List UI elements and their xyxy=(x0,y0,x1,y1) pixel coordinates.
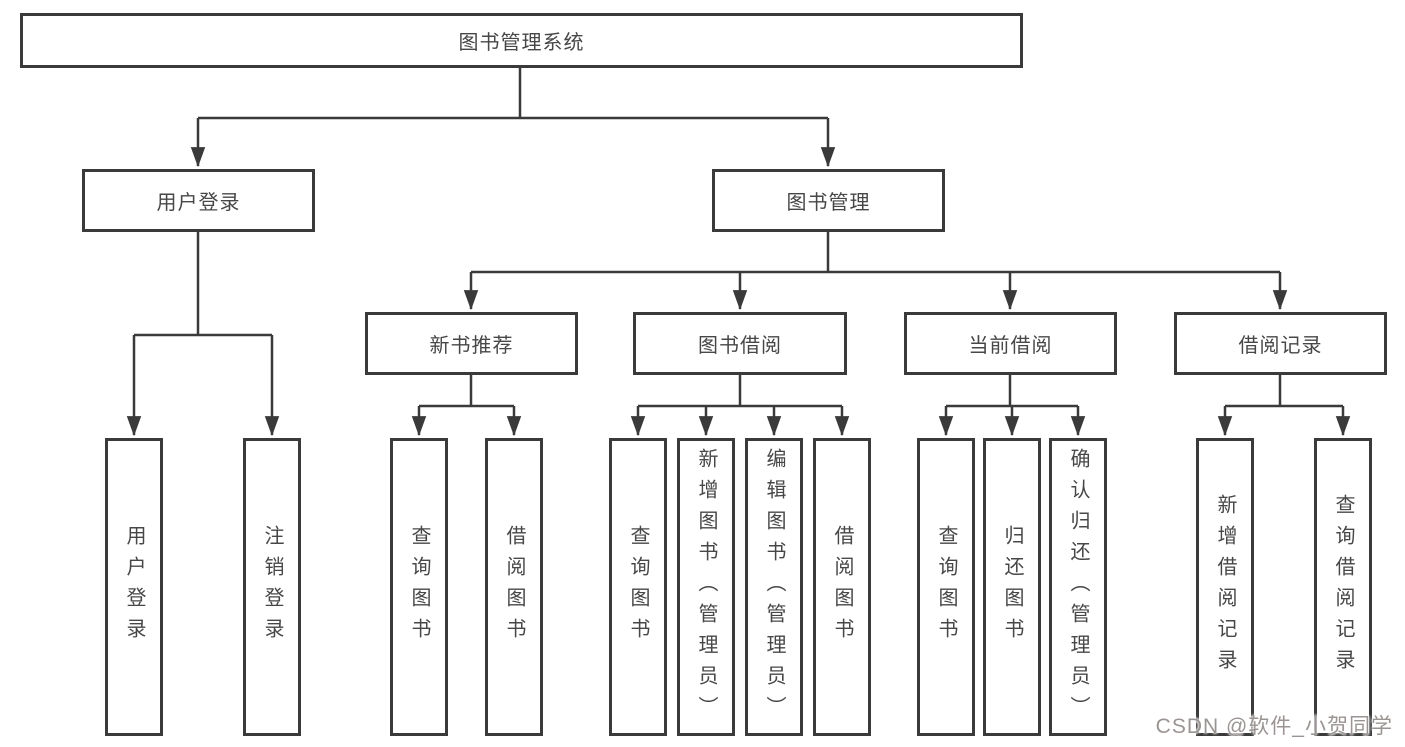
leaf-bb-add-book-admin-label: 新增图书（管理员） xyxy=(695,447,717,727)
leaf-logout: 注销登录 xyxy=(243,438,301,736)
leaf-cb-query-book-label: 查询图书 xyxy=(935,525,957,649)
leaf-cb-return-book: 归还图书 xyxy=(983,438,1041,736)
leaf-cb-return-book-label: 归还图书 xyxy=(1001,525,1023,649)
leaf-cb-query-book: 查询图书 xyxy=(917,438,975,736)
leaf-cb-confirm-return-admin-label: 确认归还（管理员） xyxy=(1067,447,1089,727)
leaf-bb-query-book: 查询图书 xyxy=(609,438,667,736)
leaf-bb-edit-book-admin: 编辑图书（管理员） xyxy=(745,438,803,736)
leaf-user-login-label: 用户登录 xyxy=(123,525,145,649)
leaf-logout-label: 注销登录 xyxy=(261,525,283,649)
node-book-management: 图书管理 xyxy=(712,169,945,232)
leaf-bb-borrow-book-label: 借阅图书 xyxy=(831,525,853,649)
leaf-rec-query-book-label: 查询图书 xyxy=(408,525,430,649)
node-root-library-system: 图书管理系统 xyxy=(20,13,1023,68)
leaf-cb-confirm-return-admin: 确认归还（管理员） xyxy=(1049,438,1107,736)
leaf-bb-edit-book-admin-label: 编辑图书（管理员） xyxy=(763,447,785,727)
leaf-rec-borrow-book: 借阅图书 xyxy=(485,438,543,736)
leaf-br-query-record-label: 查询借阅记录 xyxy=(1332,494,1354,680)
csdn-watermark: CSDN @软件_小贺同学 xyxy=(1155,715,1393,738)
leaf-br-query-record: 查询借阅记录 xyxy=(1314,438,1372,736)
node-new-book-recommend: 新书推荐 xyxy=(365,312,578,375)
leaf-bb-borrow-book: 借阅图书 xyxy=(813,438,871,736)
node-user-login: 用户登录 xyxy=(82,169,315,232)
node-borrow-record: 借阅记录 xyxy=(1174,312,1387,375)
leaf-br-add-record: 新增借阅记录 xyxy=(1196,438,1254,736)
node-current-borrow: 当前借阅 xyxy=(904,312,1117,375)
leaf-user-login: 用户登录 xyxy=(105,438,163,736)
leaf-rec-query-book: 查询图书 xyxy=(390,438,448,736)
leaf-br-add-record-label: 新增借阅记录 xyxy=(1214,494,1236,680)
leaf-rec-borrow-book-label: 借阅图书 xyxy=(503,525,525,649)
leaf-bb-query-book-label: 查询图书 xyxy=(627,525,649,649)
node-book-borrow: 图书借阅 xyxy=(633,312,847,375)
leaf-bb-add-book-admin: 新增图书（管理员） xyxy=(677,438,735,736)
